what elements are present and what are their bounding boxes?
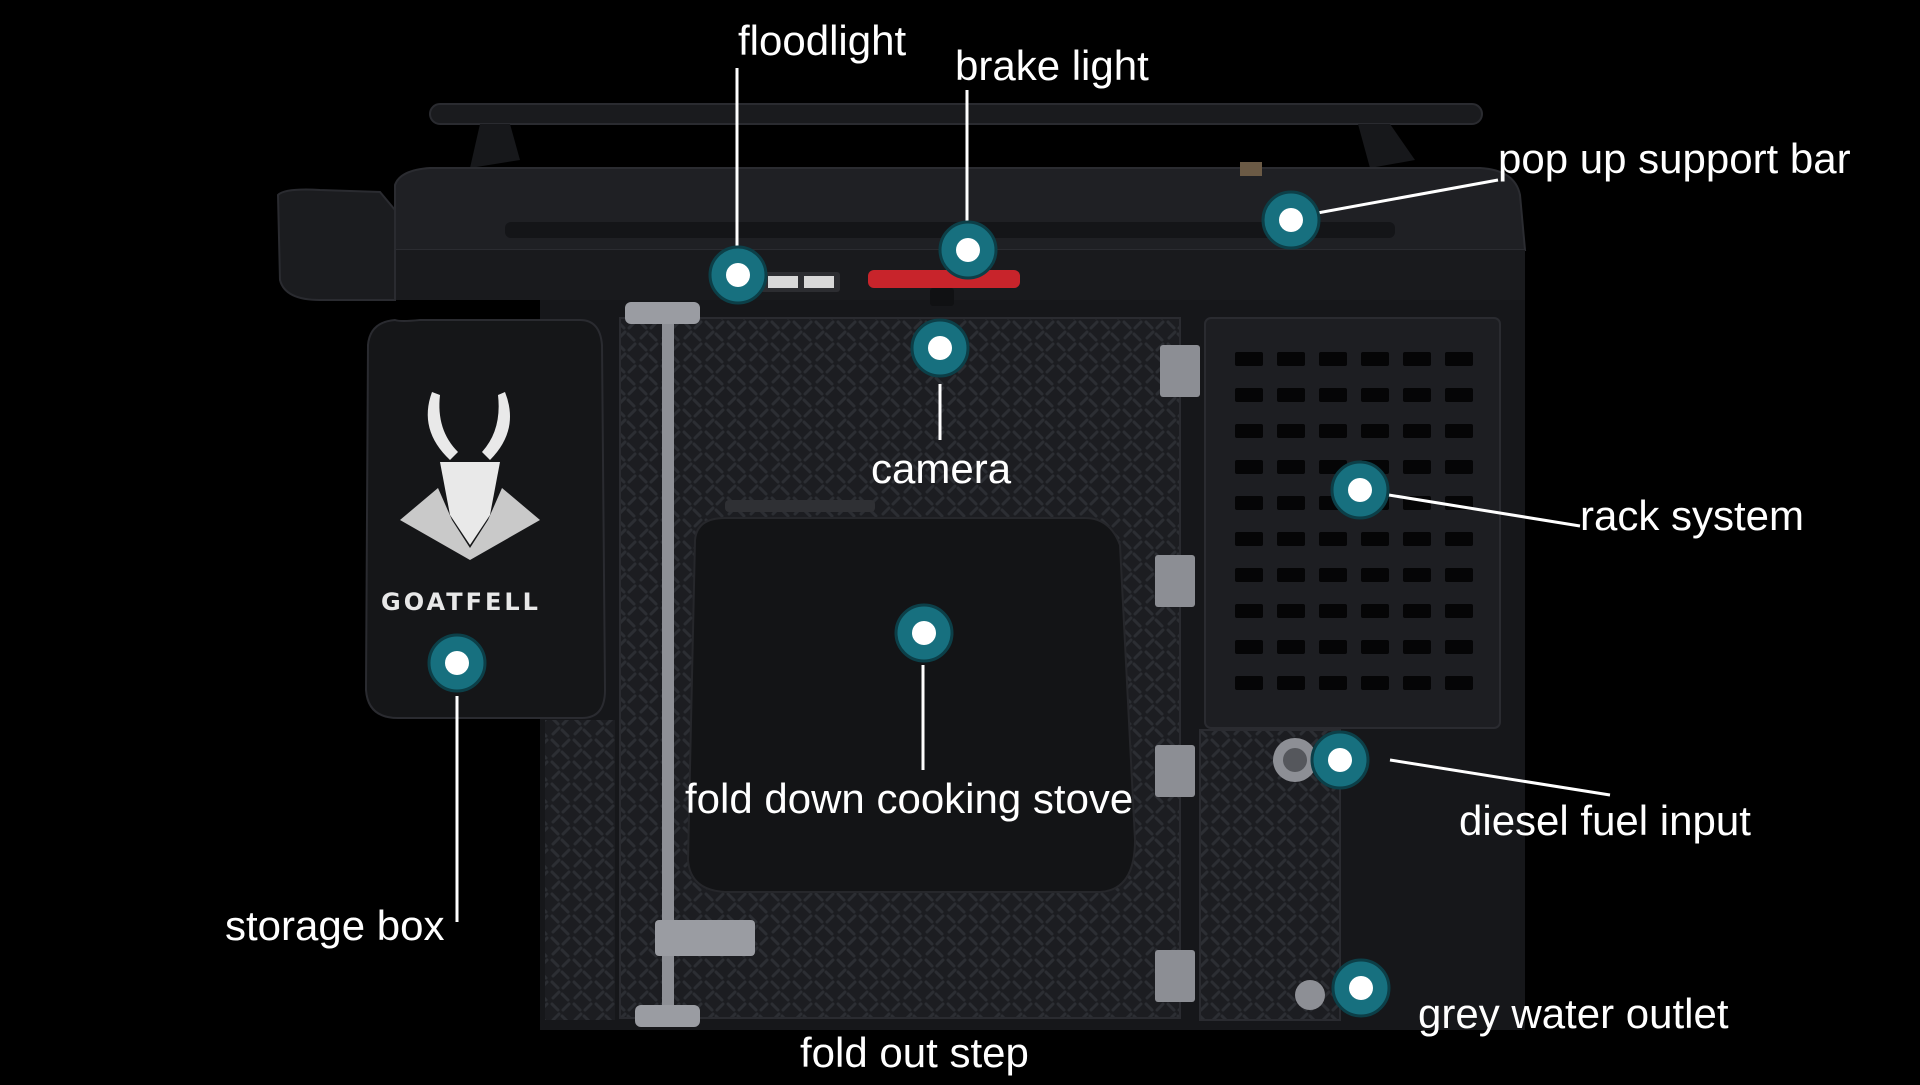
- side-bag: [276, 188, 396, 301]
- label-storage-box: storage box: [225, 902, 445, 949]
- rack-slot: [1403, 388, 1431, 402]
- rack-slot: [1445, 388, 1473, 402]
- hotspots: [427, 190, 1391, 1018]
- brand-wordmark: GOATFELL: [381, 588, 541, 616]
- label-brake-light: brake light: [955, 42, 1149, 89]
- label-pop-up-support-bar: pop up support bar: [1498, 135, 1851, 182]
- rack-slot: [1277, 568, 1305, 582]
- rack-slot: [1235, 352, 1263, 366]
- rack-slot: [1445, 532, 1473, 546]
- hotspot-storage-box[interactable]: [427, 633, 487, 693]
- leader-pop-up-support-bar: [1289, 178, 1499, 220]
- rack-slot: [1235, 676, 1263, 690]
- rack-slot: [1277, 352, 1305, 366]
- hotspot-rack-system[interactable]: [1330, 460, 1390, 520]
- rack-slot: [1277, 604, 1305, 618]
- rack-slot: [1277, 388, 1305, 402]
- rack-slot: [1277, 532, 1305, 546]
- label-diesel-fuel-input: diesel fuel input: [1459, 797, 1751, 844]
- rack-slot: [1361, 604, 1389, 618]
- rack-slot: [1403, 604, 1431, 618]
- rack-slot: [1235, 424, 1263, 438]
- rack-slot: [1277, 640, 1305, 654]
- rack-slot: [1235, 640, 1263, 654]
- rack-slot: [1403, 424, 1431, 438]
- hotspot-grey-water-outlet[interactable]: [1331, 958, 1391, 1018]
- roof-rack: [429, 103, 1483, 168]
- rack-slot: [1235, 532, 1263, 546]
- rack-slot: [1319, 424, 1347, 438]
- door-latch-pole: [625, 302, 755, 1027]
- rack-slot: [1235, 388, 1263, 402]
- hinges: [1155, 345, 1200, 1002]
- rack-slot: [1319, 676, 1347, 690]
- camera-fixture: [930, 288, 954, 306]
- rack-slot: [1361, 676, 1389, 690]
- leader-rack-system: [1357, 488, 1581, 528]
- rack-slot: [1277, 496, 1305, 510]
- rack-slot: [1319, 532, 1347, 546]
- floodlight-fixture: [760, 272, 840, 292]
- fuel-cap: [1273, 738, 1317, 782]
- rack-slot: [1319, 604, 1347, 618]
- label-fold-down-cooking-stove: fold down cooking stove: [685, 775, 1134, 822]
- label-grey-water-outlet: grey water outlet: [1418, 990, 1729, 1037]
- rack-slot: [1235, 604, 1263, 618]
- rack-slot: [1277, 424, 1305, 438]
- rack-slot: [1235, 496, 1263, 510]
- label-rack-system: rack system: [1580, 492, 1805, 539]
- rack-slot: [1403, 532, 1431, 546]
- rack-slot: [1403, 352, 1431, 366]
- rack-slot: [1319, 640, 1347, 654]
- label-camera: camera: [871, 445, 1012, 492]
- rack-slot: [1361, 424, 1389, 438]
- rack-slot: [1445, 352, 1473, 366]
- leader-diesel-fuel-input: [1389, 758, 1611, 797]
- rack-slot: [1361, 640, 1389, 654]
- rack-slot: [1403, 676, 1431, 690]
- rack-slot: [1403, 640, 1431, 654]
- rack-slot: [1445, 640, 1473, 654]
- rack-slot: [1361, 532, 1389, 546]
- rack-grid: [1235, 352, 1473, 690]
- rack-slot: [1445, 676, 1473, 690]
- goat-head-icon: [400, 392, 540, 560]
- rack-slot: [1403, 460, 1431, 474]
- cooking-stove-box: [686, 500, 1137, 893]
- rack-slot: [1319, 352, 1347, 366]
- hotspot-brake-light[interactable]: [938, 220, 998, 280]
- water-outlet-fitting: [1295, 980, 1325, 1010]
- rack-slot: [1445, 424, 1473, 438]
- storage-box: GOATFELL: [364, 318, 607, 719]
- hotspot-diesel-fuel-input[interactable]: [1310, 730, 1370, 790]
- rack-slot: [1277, 676, 1305, 690]
- rack-slot: [1361, 352, 1389, 366]
- rack-slot: [1445, 568, 1473, 582]
- rack-slot: [1235, 568, 1263, 582]
- label-fold-out-step: fold out step: [800, 1029, 1029, 1076]
- rack-slot: [1235, 460, 1263, 474]
- rack-slot: [1361, 388, 1389, 402]
- rack-slot: [1403, 568, 1431, 582]
- rack-slot: [1445, 460, 1473, 474]
- hotspot-fold-down-cooking-stove[interactable]: [894, 603, 954, 663]
- hotspot-pop-up-support-bar[interactable]: [1261, 190, 1321, 250]
- rack-slot: [1319, 568, 1347, 582]
- rack-slot: [1277, 460, 1305, 474]
- leader-lines: [455, 68, 1611, 922]
- hotspot-camera[interactable]: [910, 318, 970, 378]
- label-floodlight: floodlight: [738, 17, 907, 64]
- rack-slot: [1361, 568, 1389, 582]
- rack-slot: [1319, 388, 1347, 402]
- brake-light-fixture: [868, 270, 1020, 288]
- rack-slot: [1445, 604, 1473, 618]
- hotspot-floodlight[interactable]: [708, 245, 768, 305]
